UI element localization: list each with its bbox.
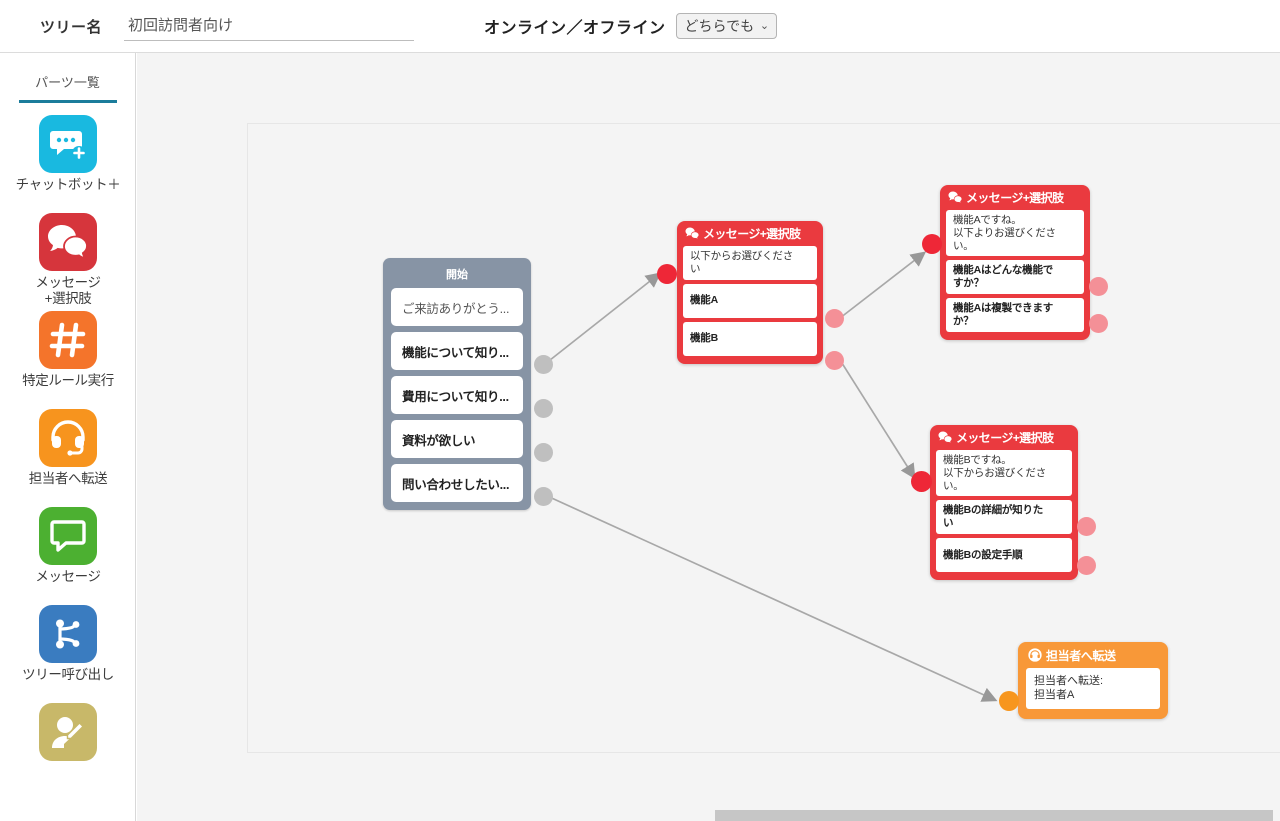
port-root-in[interactable] <box>657 264 677 284</box>
tree-name-label: ツリー名 <box>40 18 103 36</box>
node-message-feature-b[interactable]: メッセージ+選択肢 機能Bですね。 以下からお選びくださ い。 機能Bの詳細が知… <box>930 425 1078 580</box>
flow-canvas[interactable]: 開始 ご来訪ありがとう... 機能について知り... 費用について知り... 資… <box>137 53 1280 821</box>
sidebar-item-message-choices[interactable]: メッセージ +選択肢 <box>0 207 135 307</box>
headset-transfer-icon <box>1028 648 1042 662</box>
node-start-slot[interactable]: 機能について知り... <box>391 332 523 370</box>
node-start-slot[interactable]: 費用について知り... <box>391 376 523 414</box>
online-offline-label: オンライン／オフライン <box>484 20 666 37</box>
node-start-slot[interactable]: 資料が欲しい <box>391 420 523 458</box>
tab-parts-list-label: パーツ一覧 <box>35 74 100 90</box>
node-row[interactable]: 機能Bの設定手順 <box>936 537 1072 572</box>
port-b-choice-2[interactable] <box>1077 556 1096 575</box>
sidebar-item-label: チャットボット＋ <box>15 177 121 192</box>
port-start-1[interactable] <box>534 355 553 374</box>
node-row[interactable]: 機能Aですね。 以下よりお選びくださ い。 <box>946 210 1084 257</box>
node-header-label: メッセージ+選択肢 <box>703 227 801 241</box>
tree-call-icon <box>39 605 97 663</box>
node-header: メッセージ+選択肢 <box>936 425 1072 450</box>
node-row[interactable]: 機能Aはどんな機能で すか？ <box>946 260 1084 294</box>
online-offline-selected-value: どちらでも <box>684 18 755 34</box>
node-row[interactable]: 機能B <box>683 321 817 356</box>
port-a-in[interactable] <box>922 234 942 254</box>
sidebar-item-label: メッセージ <box>35 569 101 584</box>
sidebar-item-chatbot-plus[interactable]: チャットボット＋ <box>0 109 135 207</box>
node-row[interactable]: 機能Bの詳細が知りた い <box>936 500 1072 534</box>
parts-sidebar: パーツ一覧 チャットボット＋ メッセージ +選択肢 <box>0 53 136 821</box>
message-choices-icon <box>39 213 97 271</box>
node-start[interactable]: 開始 ご来訪ありがとう... 機能について知り... 費用について知り... 資… <box>383 258 531 510</box>
edge-root-to-a <box>839 251 927 319</box>
node-header: 担当者へ転送 <box>1026 642 1160 668</box>
edge-start-to-transfer <box>544 494 998 702</box>
node-row[interactable]: 機能Bですね。 以下からお選びくださ い。 <box>936 450 1072 497</box>
node-row[interactable]: 機能A <box>683 283 817 318</box>
node-header-label: メッセージ+選択肢 <box>966 191 1064 205</box>
node-start-slot[interactable]: ご来訪ありがとう... <box>391 288 523 326</box>
node-layer: 開始 ご来訪ありがとう... 機能について知り... 費用について知り... 資… <box>137 53 1280 821</box>
port-root-choice-a[interactable] <box>825 309 844 328</box>
message-choices-icon <box>685 227 700 240</box>
edge-start-to-root <box>544 272 662 365</box>
node-header: メッセージ+選択肢 <box>683 221 817 246</box>
port-a-choice-1[interactable] <box>1089 277 1108 296</box>
edge-layer <box>544 251 998 702</box>
port-start-2[interactable] <box>534 399 553 418</box>
port-b-choice-1[interactable] <box>1077 517 1096 536</box>
headset-transfer-icon <box>39 409 97 467</box>
sidebar-item-rule-execute[interactable]: 特定ルール実行 <box>0 305 135 403</box>
node-header: メッセージ+選択肢 <box>946 185 1084 210</box>
node-row[interactable]: 担当者へ転送: 担当者A <box>1026 668 1160 709</box>
node-header-label: 担当者へ転送 <box>1046 648 1116 663</box>
hash-rule-icon <box>39 311 97 369</box>
top-bar: ツリー名 オンライン／オフライン どちらでも ⌄ <box>0 0 1280 53</box>
port-start-3[interactable] <box>534 443 553 462</box>
edge-root-to-b <box>839 359 916 480</box>
port-a-choice-2[interactable] <box>1089 314 1108 333</box>
node-start-slot[interactable]: 問い合わせしたい... <box>391 464 523 502</box>
node-row[interactable]: 機能Aは複製できます か？ <box>946 297 1084 332</box>
node-message-feature-a[interactable]: メッセージ+選択肢 機能Aですね。 以下よりお選びくださ い。 機能Aはどんな機… <box>940 185 1090 340</box>
node-header-label: メッセージ+選択肢 <box>956 431 1054 445</box>
port-b-in[interactable] <box>911 471 932 492</box>
chevron-down-icon: ⌄ <box>759 19 770 32</box>
node-message-root[interactable]: メッセージ+選択肢 以下からお選びくださ い 機能A 機能B <box>677 221 823 364</box>
sidebar-item-message[interactable]: メッセージ <box>0 501 135 599</box>
port-root-choice-b[interactable] <box>825 351 844 370</box>
node-transfer-agent[interactable]: 担当者へ転送 担当者へ転送: 担当者A <box>1018 642 1168 719</box>
sidebar-item-tree-call[interactable]: ツリー呼び出し <box>0 599 135 697</box>
message-choices-icon <box>938 431 953 444</box>
port-start-4[interactable] <box>534 487 553 506</box>
message-icon <box>39 507 97 565</box>
tab-parts-list[interactable]: パーツ一覧 <box>0 53 135 109</box>
port-transfer-in[interactable] <box>999 691 1019 711</box>
tree-name-input[interactable] <box>124 11 415 41</box>
sidebar-item-label: 担当者へ転送 <box>28 471 108 486</box>
horizontal-scrollbar-thumb[interactable] <box>715 810 1273 821</box>
user-edit-icon <box>39 703 97 761</box>
tab-active-underline <box>18 100 117 103</box>
sidebar-item-user-edit[interactable] <box>0 697 135 795</box>
sidebar-item-label: 特定ルール実行 <box>22 373 114 388</box>
node-start-title: 開始 <box>446 269 468 281</box>
sidebar-item-transfer-agent[interactable]: 担当者へ転送 <box>0 403 135 501</box>
node-row[interactable]: 以下からお選びくださ い <box>683 246 817 280</box>
online-offline-select[interactable]: どちらでも ⌄ <box>675 13 778 39</box>
sidebar-item-label: ツリー呼び出し <box>22 667 114 682</box>
message-choices-icon <box>948 191 963 204</box>
chatbot-plus-icon <box>39 115 97 173</box>
horizontal-scrollbar[interactable] <box>137 808 1280 821</box>
sidebar-item-label: メッセージ +選択肢 <box>35 275 101 307</box>
